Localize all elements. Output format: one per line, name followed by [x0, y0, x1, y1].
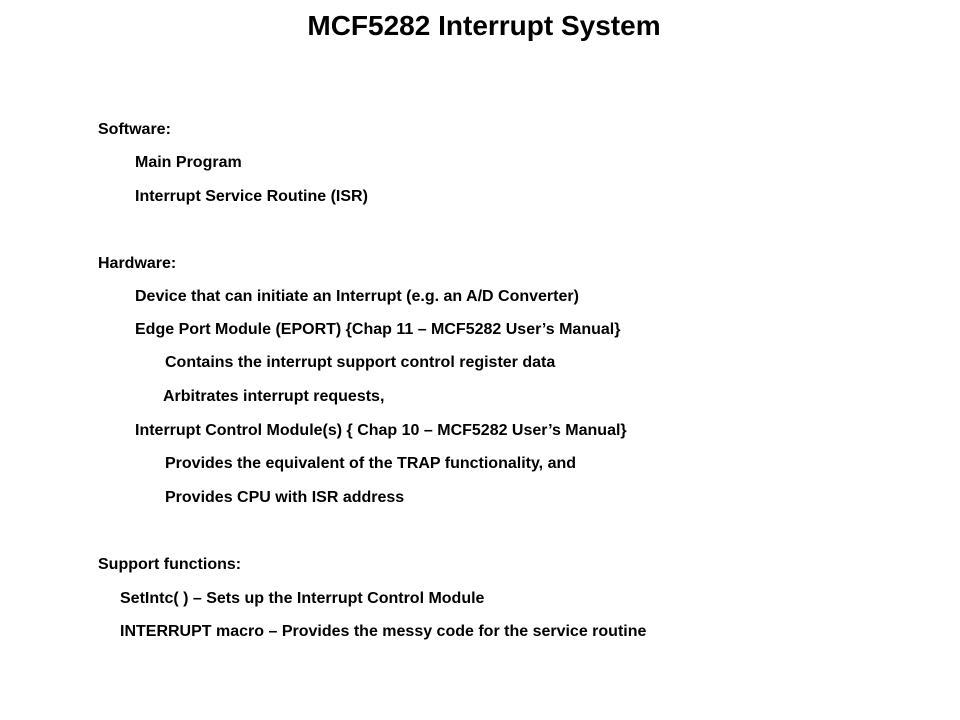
software-item-main-program: Main Program [135, 154, 242, 171]
support-heading: Support functions: [98, 556, 242, 573]
software-heading: Software: [98, 121, 171, 138]
eport-detail-control-register: Contains the interrupt support control r… [165, 354, 556, 371]
slide-title: MCF5282 Interrupt System [307, 10, 661, 41]
eport-detail-arbitrates: Arbitrates interrupt requests, [163, 388, 385, 405]
icm-detail-isr-address: Provides CPU with ISR address [165, 489, 405, 506]
hardware-item-device: Device that can initiate an Interrupt (e… [135, 288, 579, 305]
support-item-setintc: SetIntc( ) – Sets up the Interrupt Contr… [120, 590, 485, 607]
hardware-item-eport: Edge Port Module (EPORT) {Chap 11 – MCF5… [135, 321, 621, 338]
hardware-item-icm: Interrupt Control Module(s) { Chap 10 – … [135, 422, 627, 439]
hardware-heading: Hardware: [98, 255, 177, 272]
support-item-interrupt-macro: INTERRUPT macro – Provides the messy cod… [120, 623, 647, 640]
software-item-isr: Interrupt Service Routine (ISR) [135, 188, 368, 205]
icm-detail-trap: Provides the equivalent of the TRAP func… [165, 455, 577, 472]
